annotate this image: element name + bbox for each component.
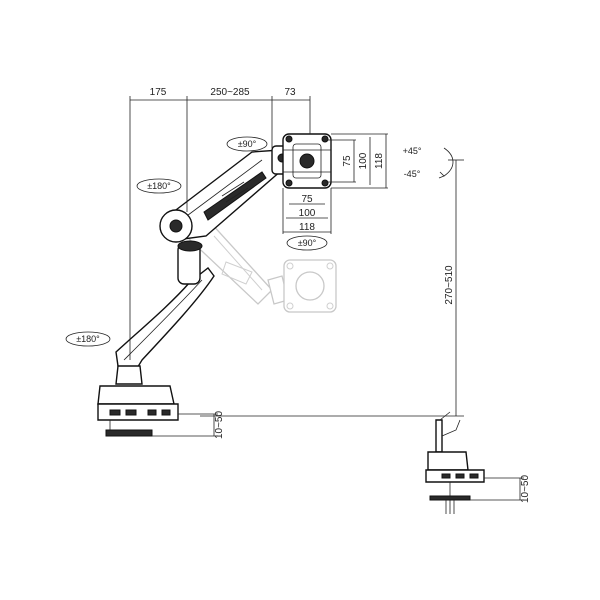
rot-head-rotate-label: ±90° [298,238,317,248]
clamp-left-label: 10~50 [214,411,225,440]
clamp-base-left [97,365,179,437]
dim-250-285: 250~285 [210,87,250,98]
rotation-base-joint: ±180° [65,331,111,347]
height-range-dimension: 270~510 [200,159,464,417]
tilt-up-label: +45° [403,146,422,156]
clamp-right-label: 10~50 [520,475,531,504]
vesa-bottom-100: 100 [299,208,316,219]
rotation-head-swivel: ±90° [226,136,268,152]
vesa-side-100: 100 [358,152,369,169]
vesa-plate [282,133,332,189]
vesa-side-dimensions: 75 100 118 [325,133,388,189]
rot-head-swivel-label: ±90° [238,139,257,149]
top-dimension-lines: 175 250~285 73 [129,87,311,360]
rot-base-joint-label: ±180° [76,334,100,344]
rot-upper-joint-label: ±180° [147,181,171,191]
ghost-arm-position [184,221,337,313]
vesa-side-118: 118 [374,153,385,169]
clamp-thickness-left: 10~50 [152,411,225,440]
rotation-markers: ±90° ±180° ±180° ±90° +45° -45° [65,136,454,347]
rotation-head-rotate: ±90° [286,235,328,251]
vesa-bottom-dimensions: 75 100 118 [282,188,332,234]
dim-73: 73 [284,87,296,98]
tilt-down-label: -45° [404,169,421,179]
rotation-upper-joint: ±180° [136,178,182,194]
clamp-thickness-right: 10~50 [470,475,531,504]
height-range-label: 270~510 [444,265,455,305]
vesa-bottom-118: 118 [299,222,315,233]
vesa-bottom-75: 75 [301,194,313,205]
vesa-side-75: 75 [342,155,353,167]
monitor-arm-main [115,145,289,371]
tilt-indicator: +45° -45° [403,146,454,179]
side-view-post [425,411,485,514]
dim-175: 175 [150,87,167,98]
